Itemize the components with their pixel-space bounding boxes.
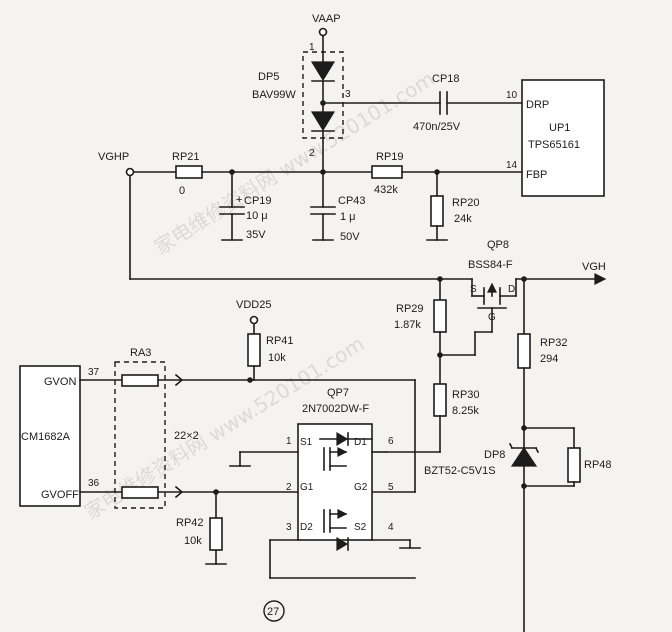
svg-text:S1: S1 [300, 437, 313, 448]
svg-text:1.87k: 1.87k [394, 319, 421, 331]
cm1682a-ic: GVON GVOFF CM1682A 37 36 [19, 365, 100, 507]
svg-text:1: 1 [309, 42, 315, 53]
dp8-zener: DP8 BZT52-C5V1S [424, 425, 540, 632]
svg-text:432k: 432k [374, 184, 398, 196]
svg-text:S: S [470, 284, 477, 295]
svg-text:UP1: UP1 [549, 122, 570, 134]
svg-text:CP19: CP19 [244, 195, 272, 207]
svg-text:GVOFF: GVOFF [41, 489, 79, 501]
svg-text:VGHP: VGHP [98, 151, 129, 163]
svg-text:35V: 35V [246, 229, 266, 241]
svg-text:D1: D1 [354, 437, 367, 448]
svg-text:BSS84-F: BSS84-F [468, 259, 513, 271]
svg-text:CP43: CP43 [338, 195, 366, 207]
svg-text:G1: G1 [300, 482, 314, 493]
svg-text:VDD25: VDD25 [236, 299, 271, 311]
vaap-terminal: VAAP [312, 13, 341, 53]
cp19-capacitor: + CP19 10 μ 35V [219, 169, 272, 241]
svg-text:RP21: RP21 [172, 151, 200, 163]
svg-text:10k: 10k [184, 535, 202, 547]
qp7-dual-nmos: QP7 2N7002DW-F 1 6 2 5 3 4 S1 D1 G1 G2 D… [286, 387, 394, 552]
rp41-resistor: VDD25 RP41 10k [236, 299, 416, 493]
svg-text:470n/25V: 470n/25V [413, 121, 461, 133]
rp42-resistor: RP42 10k [176, 489, 227, 565]
rp19-resistor: RP19 432k [371, 151, 523, 196]
svg-text:6: 6 [388, 436, 394, 447]
svg-text:5: 5 [388, 482, 394, 493]
svg-text:VAAP: VAAP [312, 13, 341, 25]
svg-text:36: 36 [88, 478, 100, 489]
svg-text:+: + [236, 194, 242, 206]
ra3-resistor-array: RA3 22×2 [79, 347, 304, 509]
svg-text:DP5: DP5 [258, 71, 279, 83]
svg-text:RP48: RP48 [584, 459, 612, 471]
svg-text:TPS65161: TPS65161 [528, 139, 580, 151]
svg-text:24k: 24k [454, 213, 472, 225]
svg-text:RP42: RP42 [176, 517, 204, 529]
up1-ic: 10 DRP 14 FBP UP1 TPS65161 [506, 79, 605, 197]
svg-text:RP19: RP19 [376, 151, 404, 163]
svg-text:DRP: DRP [526, 99, 549, 111]
svg-text:1 μ: 1 μ [340, 211, 356, 223]
rp21-resistor: RP21 0 [172, 151, 373, 197]
svg-text:RA3: RA3 [130, 347, 151, 359]
svg-text:CP18: CP18 [432, 73, 460, 85]
svg-text:10k: 10k [268, 352, 286, 364]
svg-text:QP8: QP8 [487, 239, 509, 251]
vgh-bus: VGH [129, 261, 607, 285]
cp18-capacitor: CP18 470n/25V [413, 73, 523, 133]
svg-text:QP7: QP7 [327, 387, 349, 399]
svg-text:RP32: RP32 [540, 337, 568, 349]
svg-text:2: 2 [286, 482, 292, 493]
svg-text:2: 2 [309, 148, 315, 159]
svg-text:8.25k: 8.25k [452, 405, 479, 417]
svg-text:10 μ: 10 μ [246, 210, 268, 222]
svg-text:22×2: 22×2 [174, 430, 199, 442]
qp7-wiring [229, 451, 421, 579]
rp48-resistor: RP48 [523, 427, 612, 487]
svg-text:3: 3 [345, 89, 351, 100]
svg-text:S2: S2 [354, 522, 367, 533]
rp29-resistor: RP29 1.87k [394, 278, 493, 385]
svg-text:G: G [488, 312, 496, 323]
svg-text:BAV99W: BAV99W [252, 89, 296, 101]
svg-text:RP41: RP41 [266, 335, 294, 347]
svg-text:RP29: RP29 [396, 303, 424, 315]
svg-text:50V: 50V [340, 231, 360, 243]
svg-text:14: 14 [506, 160, 518, 171]
dp5-diode: 1 2 3 DP5 BAV99W [252, 42, 441, 173]
svg-text:CM1682A: CM1682A [21, 431, 71, 443]
svg-text:G2: G2 [354, 482, 368, 493]
svg-text:D: D [508, 284, 515, 295]
svg-text:294: 294 [540, 353, 558, 365]
qp8-pmos: QP8 BSS84-F S D G [468, 239, 517, 333]
svg-text:DP8: DP8 [484, 449, 505, 461]
watermark: 家电维修资料网 www.520101.com 家电维修资料网 www.52010… [80, 66, 439, 524]
rp32-resistor: RP32 294 [517, 278, 568, 429]
svg-text:2N7002DW-F: 2N7002DW-F [302, 403, 369, 415]
svg-text:37: 37 [88, 367, 100, 378]
svg-text:3: 3 [286, 522, 292, 533]
rp30-resistor: RP30 8.25k [385, 383, 480, 453]
svg-text:RP30: RP30 [452, 389, 480, 401]
svg-text:10: 10 [506, 90, 518, 101]
svg-text:RP20: RP20 [452, 197, 480, 209]
svg-text:VGH: VGH [582, 261, 606, 273]
svg-text:0: 0 [179, 185, 185, 197]
svg-text:1: 1 [286, 436, 292, 447]
svg-text:D2: D2 [300, 522, 313, 533]
svg-text:FBP: FBP [526, 169, 547, 181]
svg-text:GVON: GVON [44, 376, 76, 388]
cp43-capacitor: CP43 1 μ 50V [310, 169, 366, 243]
vghp-terminal: VGHP [98, 151, 177, 280]
svg-text:BZT52-C5V1S: BZT52-C5V1S [424, 465, 496, 477]
page-number: 27 [263, 600, 285, 622]
rp20-resistor: RP20 24k [426, 169, 480, 241]
svg-text:4: 4 [388, 522, 394, 533]
svg-text:27: 27 [267, 606, 279, 618]
